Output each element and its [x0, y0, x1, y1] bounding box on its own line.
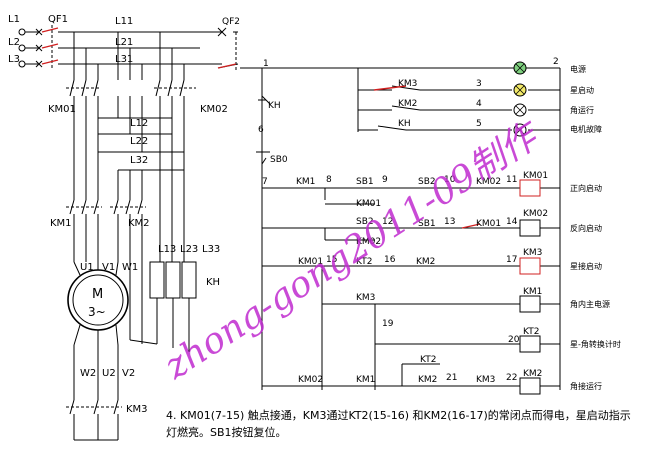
r1-hold-km01: KM01 [356, 199, 381, 209]
l33-label: L33 [202, 244, 220, 255]
r2-node-14: 14 [506, 217, 518, 227]
r6-km1-contact: KM1 [356, 375, 375, 385]
r4-coil-km1: KM1 [523, 287, 542, 297]
lamp-star-label: 星启动 [570, 85, 594, 95]
v1-label: V1 [102, 262, 115, 273]
r1-km1-contact: KM1 [296, 177, 315, 187]
lamp-kh-contact: KH [398, 119, 411, 129]
r3-kt2-contact: KT2 [356, 257, 372, 267]
u2-label: U2 [102, 368, 116, 379]
r1-node-9: 9 [382, 175, 388, 185]
r2-node-13: 13 [444, 217, 455, 227]
l21-label: L21 [115, 37, 133, 48]
r6-coil-km2: KM2 [523, 369, 542, 379]
explanation-note: 4. KM01(7-15) 触点接通，KM3通过KT2(15-16) 和KM2(… [166, 409, 631, 439]
r5-node-19: 19 [382, 319, 394, 329]
km2-label: KM2 [128, 218, 150, 229]
motor-label: M [92, 287, 103, 302]
qf1-label: QF1 [48, 14, 68, 25]
lamp-km2-contact: KM2 [398, 99, 417, 109]
km1-label: KM1 [50, 218, 72, 229]
node-7-label: 7 [262, 177, 268, 187]
r1-sb2-contact: SB2 [418, 177, 436, 187]
l3-label: L3 [8, 54, 20, 65]
kh-control-label: KH [268, 101, 281, 111]
km02-label: KM02 [200, 104, 228, 115]
node-1-label: 1 [263, 59, 269, 69]
r1-node-11: 11 [506, 175, 517, 185]
l32-label: L32 [130, 155, 148, 166]
r2-coil-km02: KM02 [523, 209, 548, 219]
r3-km2-contact: KM2 [416, 257, 435, 267]
r3-node-15: 15 [326, 255, 337, 265]
l23-label: L23 [180, 244, 198, 255]
kh-power-label: KH [206, 277, 220, 288]
r6-km3-contact: KM3 [476, 375, 495, 385]
r6-node-22: 22 [506, 373, 517, 383]
r1-coil-km01: KM01 [523, 171, 548, 181]
r6-description: 角接运行 [570, 381, 602, 391]
l2-label: L2 [8, 37, 20, 48]
indicator-lamps [513, 61, 527, 137]
lamp-node-5: 5 [476, 119, 482, 129]
r1-description: 正向启动 [570, 183, 602, 193]
r3-node-16: 16 [384, 255, 396, 265]
r3-node-17: 17 [506, 255, 517, 265]
lamp-delta-label: 角运行 [570, 105, 594, 115]
r2-hold-km02: KM02 [356, 237, 381, 247]
r6-km02-contact: KM02 [298, 375, 323, 385]
km01-label: KM01 [48, 104, 76, 115]
r2-sb1-contact: SB1 [418, 219, 436, 229]
r2-sb2-contact: SB2 [356, 217, 374, 227]
r1-node-8: 8 [326, 175, 332, 185]
qf2-label: QF2 [222, 17, 240, 27]
w1-label: W1 [122, 262, 138, 273]
u1-label: U1 [80, 262, 94, 273]
r6-node-21: 21 [446, 373, 457, 383]
r5-description: 星-角转换计时 [570, 339, 621, 349]
r6-kt2-contact: KT2 [420, 355, 436, 365]
lamp-node-3: 3 [476, 79, 482, 89]
r1-node-10: 10 [444, 175, 456, 185]
l13-label: L13 [158, 244, 176, 255]
r5-node-20: 20 [508, 335, 520, 345]
l1-label: L1 [8, 14, 20, 25]
lamp-km3-contact: KM3 [398, 79, 417, 89]
l31-label: L31 [115, 54, 133, 65]
lamp-fault-label: 电机故障 [570, 124, 602, 134]
r4-description: 角内主电源 [570, 299, 610, 309]
w2-label: W2 [80, 368, 96, 379]
r3-km01-contact: KM01 [298, 257, 323, 267]
km3-power-label: KM3 [126, 404, 148, 415]
r4-km3-contact: KM3 [356, 293, 375, 303]
v2-label: V2 [122, 368, 135, 379]
motor-sub-label: 3~ [88, 305, 106, 319]
l22-label: L22 [130, 136, 148, 147]
r6-km2-contact: KM2 [418, 375, 437, 385]
r2-node-12: 12 [382, 217, 393, 227]
sb0-label: SB0 [270, 155, 288, 165]
lamp-node-4: 4 [476, 99, 482, 109]
l12-label: L12 [130, 118, 148, 129]
r2-description: 反向启动 [570, 223, 602, 233]
r2-km01-contact: KM01 [476, 219, 501, 229]
lamp-power-label: 电源 [570, 64, 586, 74]
r5-coil-kt2: KT2 [523, 327, 539, 337]
node-6-label: 6 [258, 125, 264, 135]
node-2-label: 2 [553, 57, 559, 67]
r3-coil-km3: KM3 [523, 248, 542, 258]
l11-label: L11 [115, 16, 133, 27]
r1-sb1-contact: SB1 [356, 177, 374, 187]
r3-description: 星接启动 [570, 261, 602, 271]
r1-km02-contact: KM02 [476, 177, 501, 187]
energized-highlights [41, 27, 481, 229]
